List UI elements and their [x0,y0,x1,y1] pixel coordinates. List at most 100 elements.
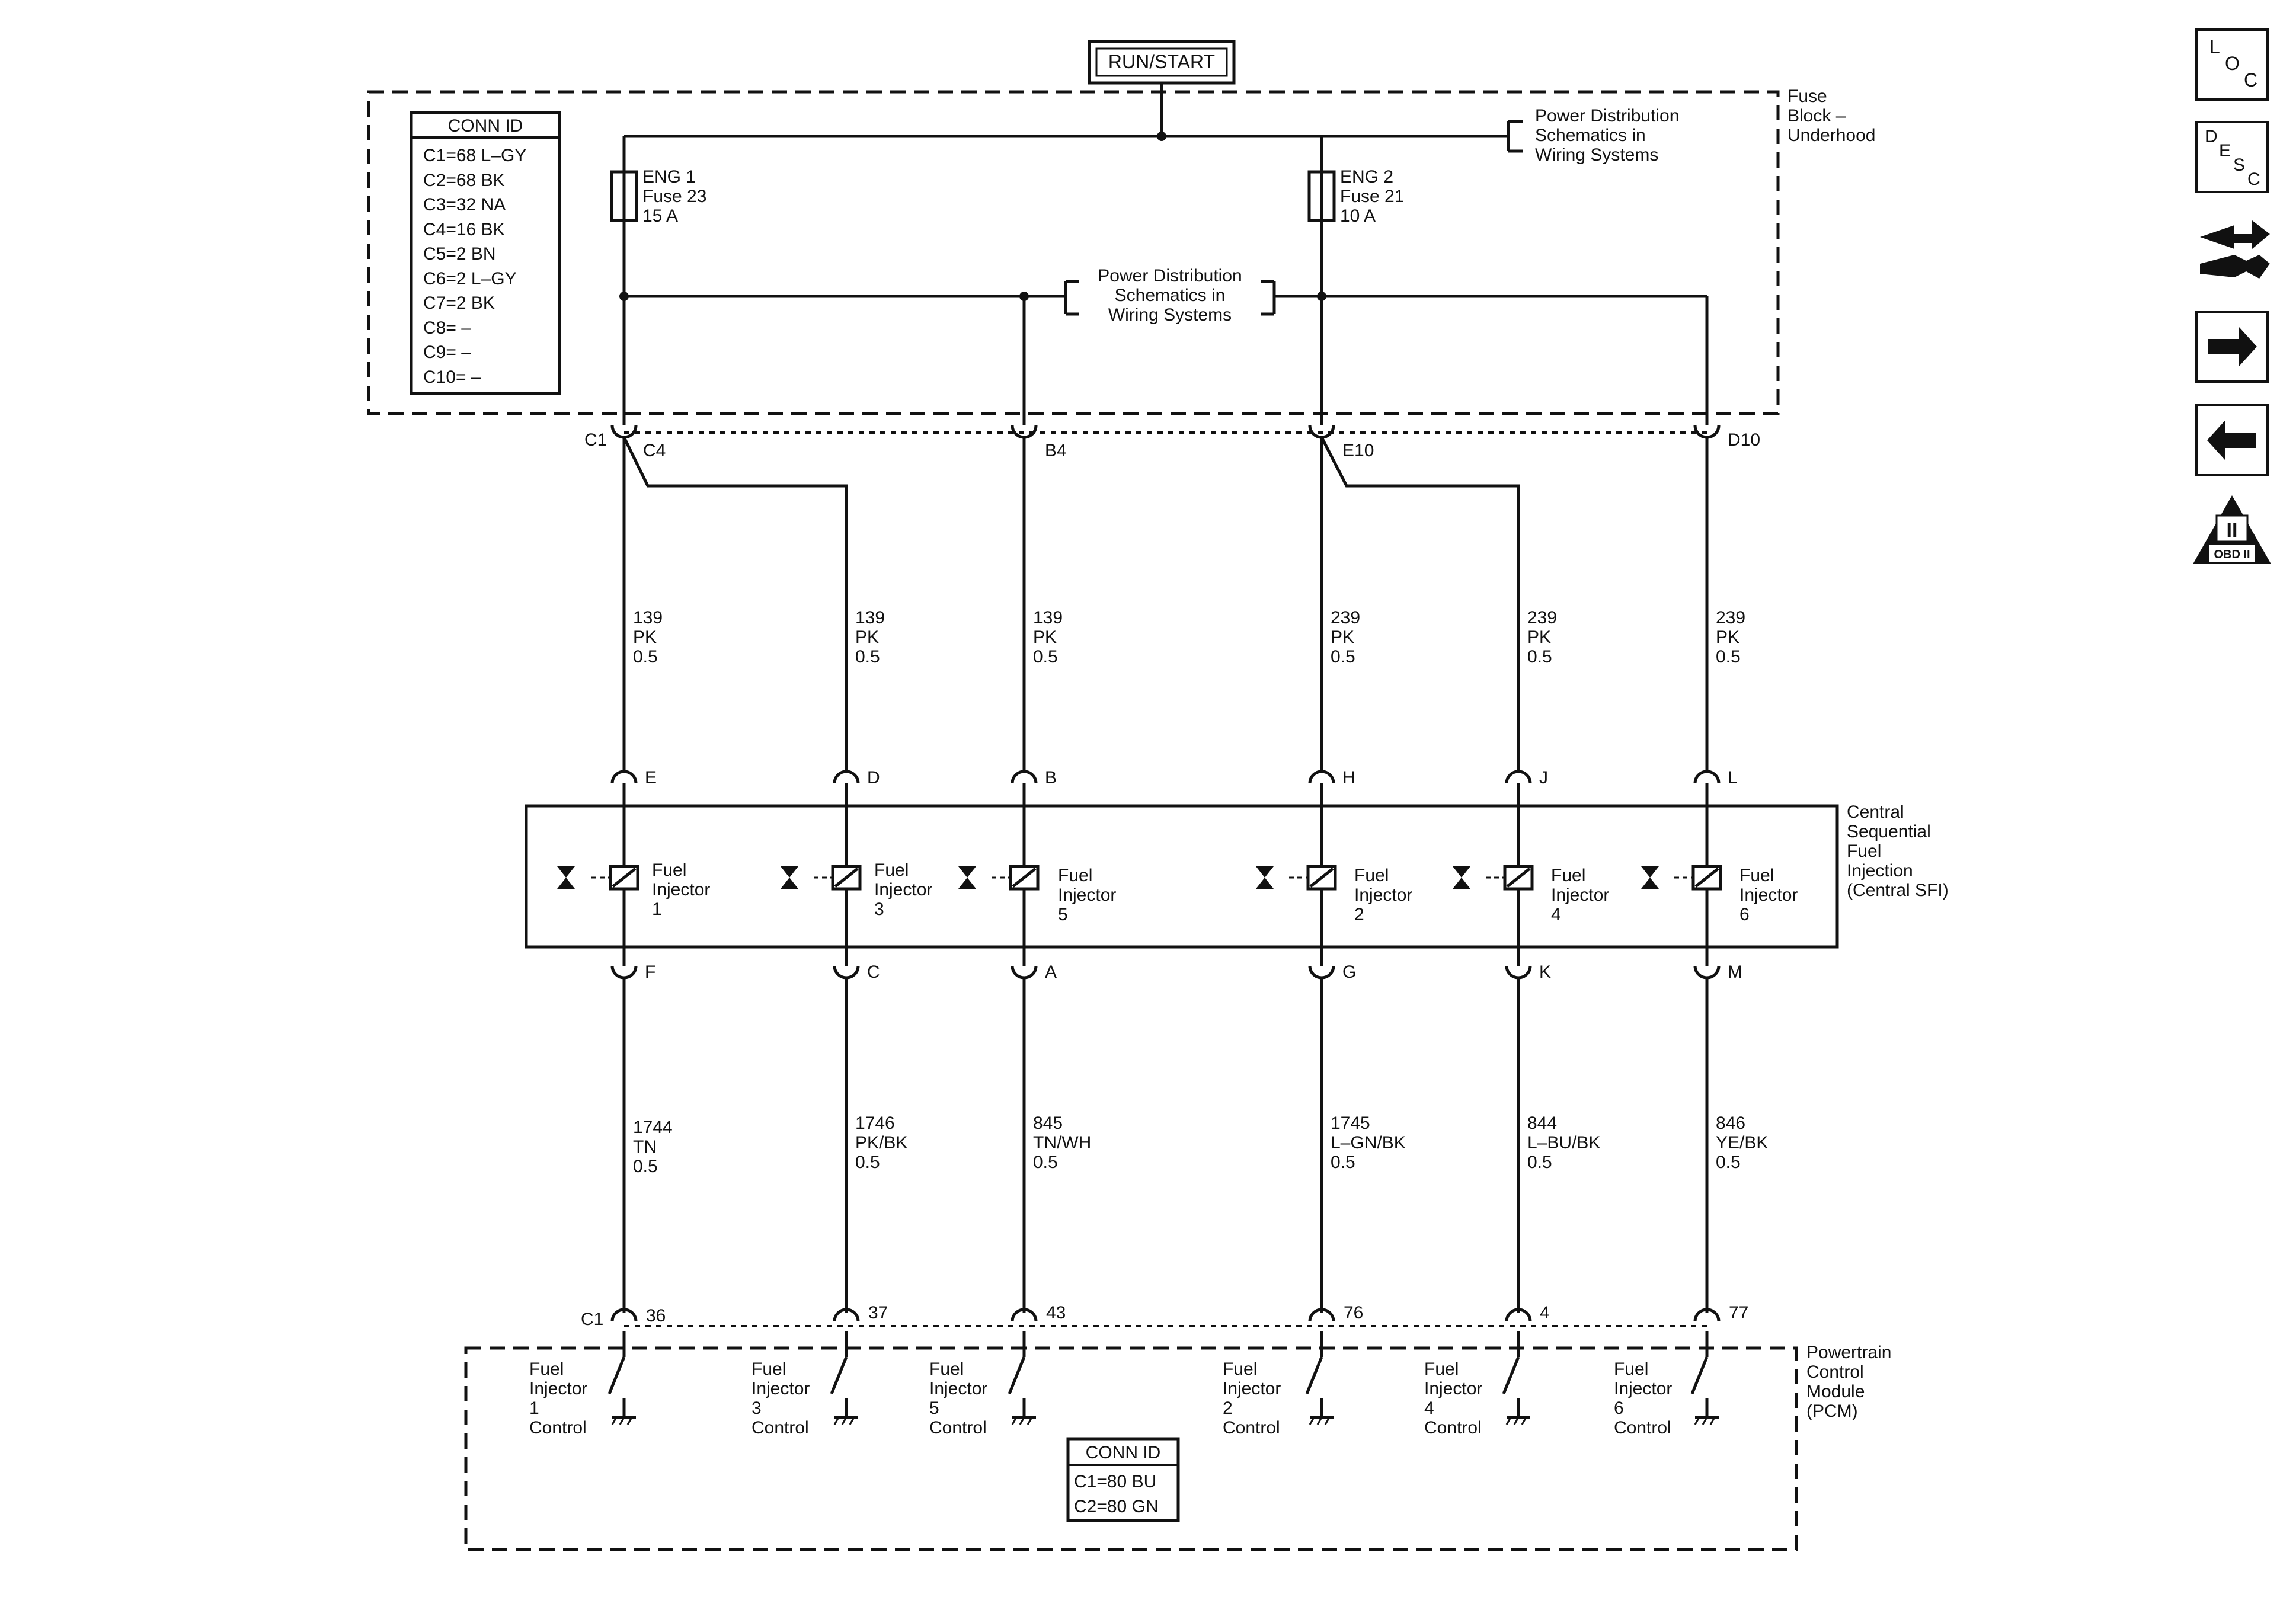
svg-text:3: 3 [874,900,884,919]
run-start-box: RUN/START [1088,40,1236,85]
svg-text:Fuel: Fuel [1424,1359,1459,1379]
svg-text:6: 6 [1739,905,1750,924]
previous-arrow-button[interactable] [2195,404,2269,476]
svg-text:TN: TN [633,1137,657,1157]
svg-text:4: 4 [1540,1303,1550,1323]
fuse-block-conn-id-table: CONN ID C1=68 L–GY C2=68 BK C3=32 NA C4=… [410,111,561,395]
fuel-injector-2: H G Fuel Injector 2 [1256,768,1412,982]
svg-text:Power Distribution: Power Distribution [1098,266,1242,286]
svg-text:Injector: Injector [1354,885,1412,905]
svg-text:239: 239 [1331,608,1360,628]
svg-text:C5=2 BN: C5=2 BN [423,244,496,264]
svg-text:C: C [867,962,880,982]
svg-text:1: 1 [529,1398,539,1418]
svg-text:L: L [1728,768,1738,788]
svg-text:C1: C1 [584,430,607,450]
pcm-switch-injector-2: Fuel Injector 2 Control [1223,1331,1334,1438]
svg-text:E: E [2219,141,2231,161]
fuel-injector-4: J K Fuel Injector 4 [1453,768,1609,982]
svg-text:C10= –: C10= – [423,367,481,387]
pcm-switch-injector-3: Fuel Injector 3 Control [752,1331,858,1438]
svg-text:L–BU/BK: L–BU/BK [1527,1133,1600,1153]
svg-text:E10: E10 [1342,441,1374,460]
svg-text:37: 37 [868,1303,888,1323]
svg-text:(PCM): (PCM) [1806,1401,1858,1421]
svg-text:239: 239 [1716,608,1745,628]
svg-text:0.5: 0.5 [855,647,880,667]
pcm-switch-injector-1: Fuel Injector 1 Control [529,1331,636,1438]
svg-text:D: D [2205,127,2218,146]
svg-text:Schematics in: Schematics in [1535,126,1646,145]
fuel-injector-6: L M Fuel Injector 6 [1641,768,1798,982]
svg-text:Control: Control [1424,1418,1482,1438]
svg-text:Fuel: Fuel [652,860,686,880]
svg-text:6: 6 [1614,1398,1624,1418]
svg-text:Injector: Injector [1424,1379,1482,1398]
svg-text:K: K [1539,962,1551,982]
power-distribution-ref-top: Power Distribution Schematics in Wiring … [1507,106,1679,165]
svg-text:Sequential: Sequential [1847,822,1931,841]
svg-text:C: C [2247,169,2260,189]
run-start-label: RUN/START [1108,51,1215,72]
svg-text:4: 4 [1424,1398,1434,1418]
upper-wire-labels: 139 PK 0.5 139 PK 0.5 139 PK 0.5 239 PK … [633,608,1745,667]
svg-text:J: J [1539,768,1548,788]
svg-text:0.5: 0.5 [855,1153,880,1172]
svg-text:O: O [2225,53,2240,74]
svg-text:Fuel: Fuel [929,1359,964,1379]
svg-text:139: 139 [1033,608,1063,628]
upper-wiring [622,436,1709,773]
pcm-title: Powertrain Control Module (PCM) [1806,1343,1891,1421]
svg-text:D10: D10 [1728,430,1760,450]
svg-text:Block –: Block – [1787,106,1846,126]
svg-text:2: 2 [1354,905,1364,924]
svg-text:Schematics in: Schematics in [1115,286,1226,305]
connector-tool-icon[interactable] [2200,220,2270,279]
svg-text:C: C [2244,69,2257,91]
obd-ii-icon[interactable]: II OBD II [2193,495,2271,564]
svg-text:Injector: Injector [929,1379,987,1398]
svg-text:Fuel: Fuel [1551,866,1585,885]
central-sfi-box [525,804,1839,949]
svg-text:Fuel: Fuel [1739,866,1774,885]
svg-text:PK: PK [1033,628,1057,647]
svg-text:Module: Module [1806,1382,1865,1401]
svg-text:C2=80 GN: C2=80 GN [1074,1497,1159,1516]
pcm-switch-injector-5: Fuel Injector 5 Control [929,1331,1036,1438]
fuel-injector-3: D C Fuel Injector 3 [781,768,932,982]
svg-text:C6=2 L–GY: C6=2 L–GY [423,269,517,289]
next-arrow-button[interactable] [2195,311,2269,383]
svg-text:G: G [1342,962,1356,982]
svg-text:M: M [1728,962,1742,982]
svg-text:0.5: 0.5 [633,647,658,667]
desc-button[interactable]: D E S C [2195,121,2269,193]
svg-text:CONN ID: CONN ID [448,116,523,136]
svg-text:5: 5 [929,1398,939,1418]
svg-text:Injector: Injector [1551,885,1609,905]
loc-button[interactable]: L O C [2195,28,2269,101]
fuse-block-connector-c1: C1 C4 B4 E10 D10 [584,425,1760,460]
svg-text:A: A [1045,962,1057,982]
svg-text:H: H [1342,768,1355,788]
pcm-switch-injector-6: Fuel Injector 6 Control [1614,1331,1719,1438]
svg-text:0.5: 0.5 [1527,647,1552,667]
svg-text:845: 845 [1033,1113,1063,1133]
svg-text:Underhood: Underhood [1787,126,1875,145]
svg-text:Fuel: Fuel [874,860,909,880]
svg-text:Power Distribution: Power Distribution [1535,106,1679,126]
svg-text:C4=16 BK: C4=16 BK [423,220,505,239]
svg-text:0.5: 0.5 [1331,647,1355,667]
svg-text:5: 5 [1058,905,1068,924]
svg-text:0.5: 0.5 [1033,1153,1058,1172]
svg-text:Injector: Injector [652,880,710,900]
svg-text:10 A: 10 A [1340,206,1376,226]
svg-text:TN/WH: TN/WH [1033,1133,1091,1153]
svg-text:2: 2 [1223,1398,1233,1418]
svg-text:YE/BK: YE/BK [1716,1133,1768,1153]
svg-text:ENG 1: ENG 1 [642,167,696,187]
lower-wiring [622,977,1709,1313]
svg-text:76: 76 [1344,1303,1363,1323]
svg-text:Fuel: Fuel [1847,841,1881,861]
svg-text:Control: Control [1806,1362,1864,1382]
power-distribution-ref-mid: Power Distribution Schematics in Wiring … [1064,266,1276,325]
